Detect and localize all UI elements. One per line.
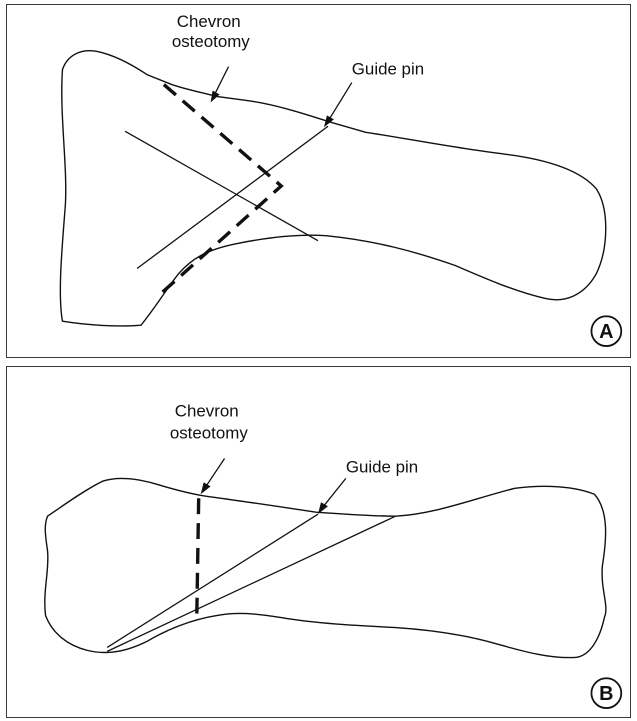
guide-pin-line-2-b <box>107 516 395 651</box>
guide-pin-arrowhead-a <box>324 115 334 127</box>
panel-badge-b: B <box>599 683 613 705</box>
guide-pin-label-a: Guide pin <box>352 60 424 79</box>
guide-pin-label-b: Guide pin <box>346 457 418 476</box>
guide-pin-arrow-a <box>328 83 352 122</box>
chevron-osteotomy-a <box>159 85 281 296</box>
osteotomy-label-line1-b: Chevron <box>175 402 239 421</box>
osteotomy-label-line1-a: Chevron <box>177 12 241 31</box>
panel-b: Chevron osteotomy Guide pin B <box>6 366 631 718</box>
panel-b-diagram: Chevron osteotomy Guide pin B <box>7 367 630 717</box>
guide-pin-arrow-b <box>322 478 346 508</box>
osteotomy-arrow-a <box>214 67 229 97</box>
panel-badge-a: A <box>599 321 613 343</box>
osteotomy-label-line2-b: osteotomy <box>170 424 248 443</box>
osteotomy-arrowhead-b <box>201 482 211 494</box>
guide-pin-line-1-b <box>107 514 318 647</box>
guide-pin-line-a <box>137 126 328 268</box>
panel-a-diagram: Chevron osteotomy Guide pin A <box>7 5 630 357</box>
axis-line-a <box>125 131 318 240</box>
osteotomy-label-line2-a: osteotomy <box>172 32 250 51</box>
osteotomy-arrow-b <box>205 458 225 488</box>
panel-a: Chevron osteotomy Guide pin A <box>6 4 631 358</box>
chevron-osteotomy-b <box>197 498 199 621</box>
bone-outline-a <box>60 51 605 326</box>
